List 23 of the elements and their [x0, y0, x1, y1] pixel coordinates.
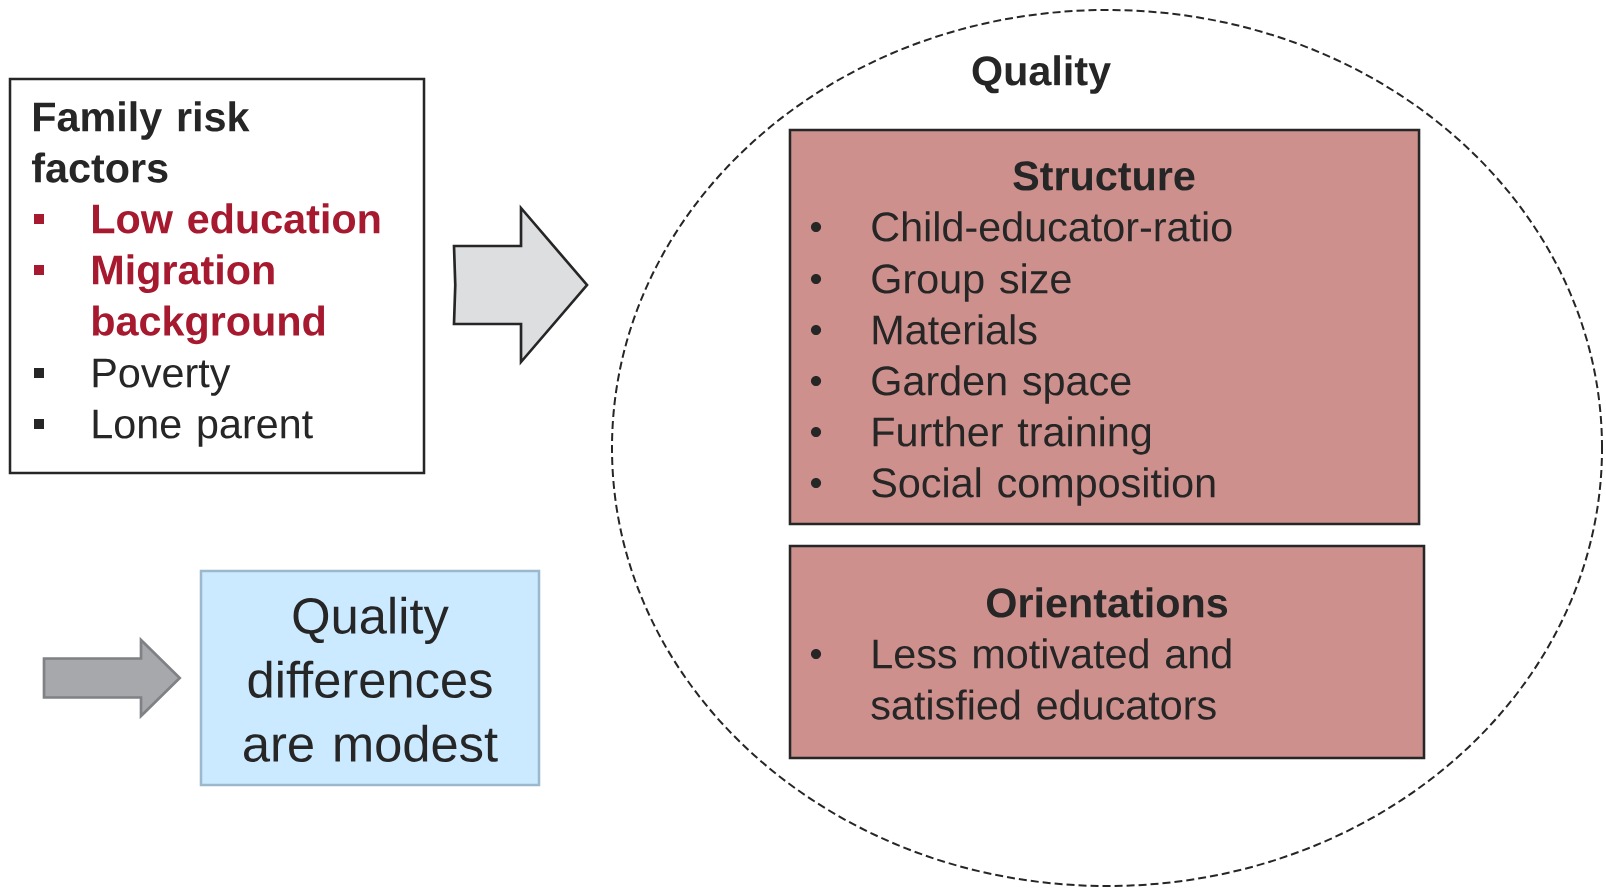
box-heading: Structure: [1013, 161, 1195, 191]
box-heading: Orientations: [987, 587, 1228, 618]
dashed-ellipse: [611, 9, 1603, 887]
list-item: Further training: [873, 416, 1151, 455]
list-item: Materials: [873, 314, 1037, 345]
list-item: Less motivated and satisfied educators: [871, 638, 1231, 720]
list-item: Low education: [93, 203, 380, 234]
list-item: Migration background: [93, 254, 325, 345]
list-item: Social composition: [872, 467, 1215, 506]
list-item: Poverty: [93, 358, 231, 396]
list-item: Lone parent: [93, 409, 313, 447]
list-item: Child-educator-ratio: [872, 211, 1232, 242]
list-box: [8, 77, 426, 475]
list-item: Group size: [872, 263, 1071, 302]
block-arrow: [42, 636, 182, 720]
title: Quality: [972, 55, 1111, 94]
list-box: [788, 128, 1421, 526]
info-box: [199, 569, 541, 787]
box-text: Quality differences are modest: [244, 596, 498, 762]
list-box: [788, 544, 1426, 760]
box-heading: Family risk factors: [32, 101, 250, 183]
block-arrow: [452, 204, 589, 366]
list-item: Garden space: [872, 365, 1131, 404]
